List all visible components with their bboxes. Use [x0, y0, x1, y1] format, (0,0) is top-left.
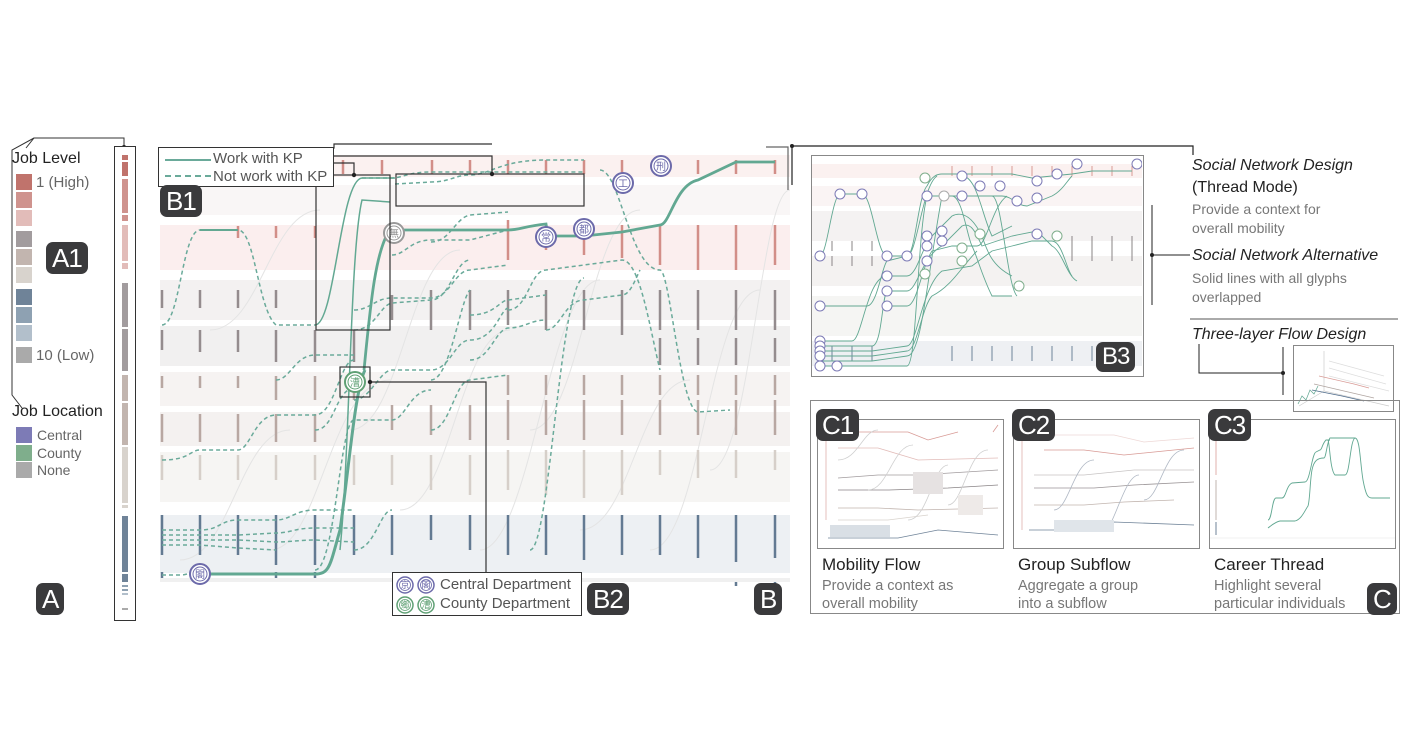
- job-level-swatch-6: [16, 267, 32, 283]
- svg-text:刑: 刑: [656, 160, 666, 173]
- c1-desc-2: overall mobility: [822, 596, 918, 612]
- b3-glyphs: [814, 158, 1143, 372]
- social-network-alternative-desc-1: Solid lines with all glyphs: [1192, 270, 1347, 286]
- svg-text:京: 京: [400, 579, 409, 591]
- glyph-start: 閣: [189, 563, 211, 585]
- c3-desc-2: particular individuals: [1214, 596, 1346, 612]
- b2-legend: 京 閣 鄉 漕 Central Department County Depart…: [392, 572, 582, 616]
- three-layer-connector: [1198, 344, 1285, 395]
- badge-b1: B1: [160, 185, 202, 217]
- glyph-1: 常: [535, 226, 557, 248]
- job-level-swatch-9: [16, 325, 32, 341]
- badge-b2: B2: [587, 583, 629, 615]
- c3-graphic: [1210, 437, 1395, 539]
- job-level-swatch-3: [16, 210, 32, 226]
- social-network-alternative-title: Social Network Alternative: [1192, 247, 1379, 264]
- c2-graphic: [1021, 434, 1195, 532]
- c1-title: Mobility Flow: [822, 555, 921, 574]
- svg-text:常: 常: [541, 231, 551, 244]
- svg-text:漕: 漕: [350, 376, 360, 389]
- b2-legend-glyphs: 京 閣 鄉 漕: [396, 576, 435, 614]
- c2-desc-1: Aggregate a group: [1018, 578, 1139, 594]
- c3-desc-1: Highlight several: [1214, 578, 1322, 594]
- c3-title: Career Thread: [1214, 555, 1325, 574]
- location-swatch-none: [16, 462, 32, 478]
- solid-threads: [190, 160, 775, 576]
- glyph-2: 都: [573, 218, 595, 240]
- panel-c: [810, 400, 1400, 614]
- location-swatch-county: [16, 445, 32, 461]
- badge-b3: B3: [1096, 342, 1136, 372]
- glyph-none: 無: [383, 222, 405, 244]
- thread-glyphs: 閣 漕 無 常 都 工 刑: [189, 155, 672, 585]
- job-level-swatch-7: [16, 289, 32, 305]
- divider: [1190, 318, 1398, 320]
- legend-central-department: Central Department: [440, 576, 571, 593]
- dashed-threads: [161, 159, 731, 576]
- badge-c: C: [1367, 583, 1397, 615]
- svg-text:工: 工: [618, 179, 628, 190]
- glyph-county: 漕: [344, 371, 366, 393]
- callout-dots: [351, 171, 495, 385]
- svg-text:鄉: 鄉: [400, 599, 409, 611]
- social-network-design-subtitle: (Thread Mode): [1192, 179, 1298, 196]
- c1-desc-1: Provide a context as: [822, 578, 954, 594]
- job-level-high-label: 1 (High): [36, 174, 90, 191]
- level-ticks: [160, 160, 777, 586]
- badge-c1: C1: [816, 409, 860, 441]
- flow-bands: [160, 155, 790, 582]
- b3-network-graph: [812, 158, 1143, 372]
- overview-bar[interactable]: [114, 146, 136, 621]
- svg-text:無: 無: [389, 227, 399, 240]
- job-level-swatch-1: [16, 174, 32, 190]
- b3-social-network-view[interactable]: B3: [811, 155, 1144, 377]
- svg-text:漕: 漕: [421, 599, 430, 611]
- glyph-4: 刑: [650, 155, 672, 177]
- legend-county-department: County Department: [440, 595, 571, 612]
- badge-a: A: [36, 583, 65, 615]
- three-layer-title: Three-layer Flow Design: [1192, 326, 1367, 343]
- job-level-swatch-5: [16, 249, 32, 265]
- job-level-low-label: 10 (Low): [36, 347, 95, 364]
- svg-text:都: 都: [579, 224, 589, 236]
- c2-title: Group Subflow: [1018, 555, 1131, 574]
- c2-desc-2: into a subflow: [1018, 596, 1107, 612]
- job-level-swatch-2: [16, 192, 32, 208]
- overview-bar-segments: [122, 155, 128, 610]
- svg-text:閣: 閣: [195, 569, 205, 581]
- job-level-title: Job Level: [12, 150, 81, 167]
- callout-boxes: [315, 143, 585, 572]
- job-level-swatch-8: [16, 307, 32, 323]
- social-network-design-title: Social Network Design: [1192, 157, 1353, 174]
- location-label-central: Central: [37, 427, 83, 443]
- b1-legend: Work with KP Not work with KP: [158, 147, 334, 187]
- three-layer-graphic: [1297, 351, 1390, 407]
- badge-c2: C2: [1012, 409, 1056, 441]
- badge-a1: A1: [46, 242, 88, 274]
- alternative-connector: [1150, 205, 1190, 305]
- legend-work-with-kp: Work with KP: [213, 150, 303, 167]
- location-label-county: County: [37, 445, 82, 461]
- mobility-flow-chart[interactable]: 閣 漕 無 常 都 工 刑: [150, 130, 810, 630]
- location-label-none: None: [37, 462, 71, 478]
- b1-legend-lines: [165, 159, 211, 177]
- b-to-b3-connector: [766, 144, 1194, 190]
- legend-not-work-with-kp: Not work with KP: [213, 168, 328, 185]
- job-location-title: Job Location: [12, 403, 103, 420]
- social-network-design-desc-2: overall mobility: [1192, 220, 1285, 236]
- job-level-swatch-4: [16, 231, 32, 247]
- badge-b: B: [754, 583, 783, 615]
- svg-text:閣: 閣: [421, 580, 430, 591]
- glyph-3: 工: [612, 172, 634, 194]
- c1-graphic: [825, 424, 999, 539]
- location-swatch-central: [16, 427, 32, 443]
- social-network-alternative-desc-2: overlapped: [1192, 289, 1262, 305]
- badge-c3: C3: [1208, 409, 1252, 441]
- job-level-swatch-10: [16, 347, 32, 363]
- social-network-design-desc-1: Provide a context for: [1192, 201, 1321, 217]
